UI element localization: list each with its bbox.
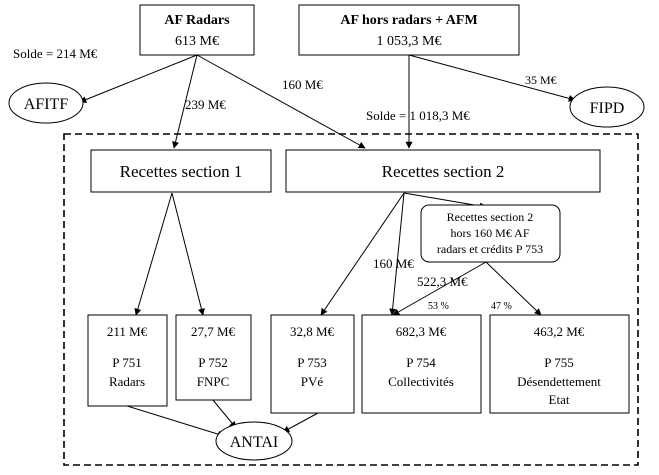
label-to-s2: 160 M€: [282, 77, 323, 92]
edge-labels: Solde = 214 M€ 239 M€ 160 M€ 35 M€ Solde…: [13, 46, 557, 312]
node-recettes-section-1: Recettes section 1: [90, 149, 272, 193]
edge-afhors-fipd: [408, 54, 576, 102]
dashed-boundary: [63, 133, 639, 466]
label-to-s1: 239 M€: [185, 97, 226, 112]
edge-p751-antai: [126, 405, 225, 438]
node-p752: 27,7 M€ P 752 FNPC: [175, 314, 252, 401]
antai-label: ANTAI: [230, 434, 278, 451]
label-pct-p754: 53 %: [428, 301, 449, 312]
edge-s2-p753: [320, 192, 405, 316]
edge-note-p755: [485, 261, 542, 316]
p755-name-2: Etat: [549, 392, 570, 407]
node-p751: 211 M€ P 751 Radars: [87, 314, 168, 407]
afitf-label: AFITF: [24, 96, 69, 113]
p752-name: FNPC: [197, 374, 230, 389]
edge-afradars-afitf: [79, 54, 198, 103]
p755-code: P 755: [544, 355, 574, 370]
node-p753: 32,8 M€ P 753 PVé: [270, 314, 355, 414]
af-radars-value: 613 M€: [175, 34, 219, 49]
p754-code: P 754: [406, 355, 436, 370]
p753-value: 32,8 M€: [290, 324, 335, 339]
p753-name: PVé: [301, 374, 324, 389]
af-hors-title: AF hors radars + AFM: [340, 13, 477, 28]
node-afitf: AFITF: [8, 82, 84, 124]
node-fipd: FIPD: [569, 86, 645, 128]
af-radars-title: AF Radars: [164, 13, 230, 28]
node-af-radars: AF Radars 613 M€: [139, 4, 255, 56]
edge-p752-antai: [212, 399, 237, 429]
p755-name: Désendettement: [517, 374, 601, 389]
p751-code: P 751: [112, 355, 142, 370]
p751-value: 211 M€: [107, 324, 148, 339]
p753-code: P 753: [297, 355, 327, 370]
fipd-label: FIPD: [590, 100, 625, 117]
recettes-s2-label: Recettes section 2: [382, 162, 505, 181]
note-line-3: radars et crédits P 753: [437, 242, 543, 256]
p751-name: Radars: [109, 374, 145, 389]
edge-s2-p754: [389, 192, 405, 316]
edge-s1-p751: [134, 192, 173, 316]
edge-afradars-s2: [196, 54, 366, 149]
edge-p753-antai: [282, 412, 319, 433]
label-to-p753: 160 M€: [373, 256, 414, 271]
node-af-hors-radars: AF hors radars + AFM 1 053,3 M€: [298, 4, 520, 56]
note-line-2: hors 160 M€ AF: [450, 226, 529, 240]
af-hors-value: 1 053,3 M€: [377, 34, 442, 49]
node-recettes-section-2: Recettes section 2: [285, 149, 601, 193]
p754-value: 682,3 M€: [396, 324, 447, 339]
note-line-1: Recettes section 2: [447, 210, 534, 224]
p752-value: 27,7 M€: [191, 324, 236, 339]
label-solde-s2: Solde = 1 018,3 M€: [366, 108, 470, 123]
label-solde-afitf: Solde = 214 M€: [13, 46, 98, 61]
recettes-s1-label: Recettes section 1: [120, 162, 243, 181]
label-to-fipd: 35 M€: [525, 73, 557, 87]
label-pct-p755: 47 %: [491, 301, 512, 312]
edge-afradars-s1: [172, 54, 198, 149]
p752-code: P 752: [198, 355, 228, 370]
p755-value: 463,2 M€: [534, 324, 585, 339]
p754-name: Collectivités: [388, 374, 454, 389]
node-antai: ANTAI: [215, 421, 293, 461]
node-p754: 682,3 M€ P 754 Collectivités: [361, 314, 482, 414]
node-p755: 463,2 M€ P 755 Désendettement Etat: [489, 314, 630, 414]
edge-note-p754: [392, 261, 487, 316]
edge-s1-p752: [171, 192, 205, 316]
label-note-out: 522,3 M€: [417, 274, 468, 289]
node-note: Recettes section 2 hors 160 M€ AF radars…: [420, 204, 561, 263]
